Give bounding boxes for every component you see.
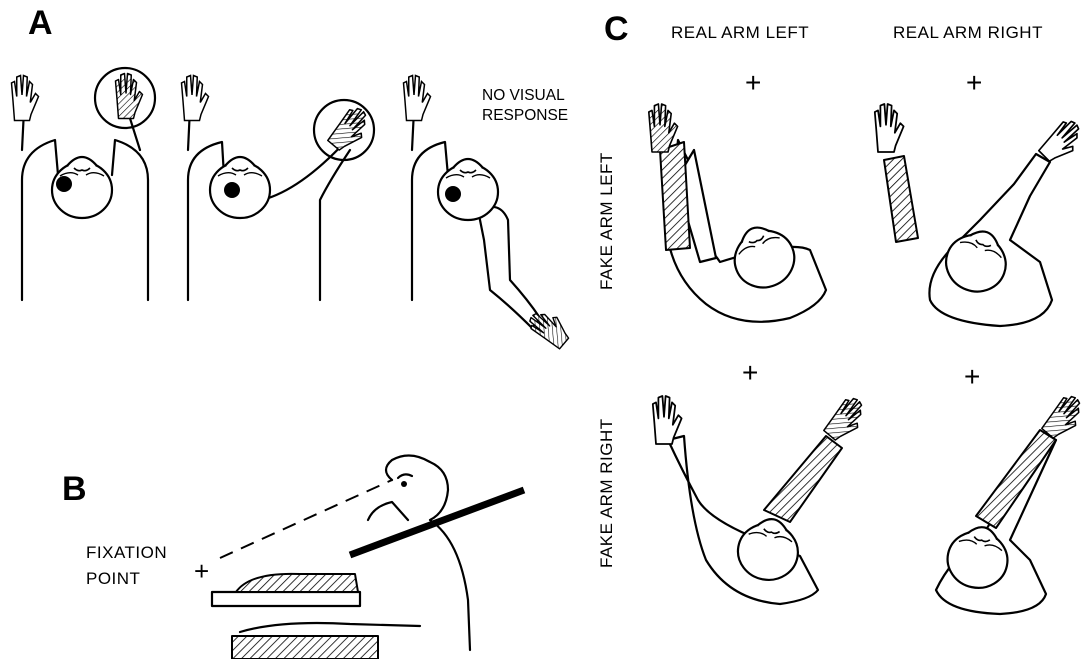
cell-fake-right-real-right xyxy=(936,392,1088,614)
table-block xyxy=(232,636,378,659)
fake-arm-on-platform xyxy=(236,574,358,592)
cell-fake-right-real-left xyxy=(653,394,871,604)
receptive-field-dot xyxy=(445,186,461,202)
receptive-field-dot xyxy=(224,182,240,198)
row-label-fake-arm-right: FAKE ARM RIGHT xyxy=(597,418,616,568)
cell-fake-left-real-right xyxy=(875,104,1088,326)
no-visual-response-line-1: NO VISUAL xyxy=(482,87,565,104)
panel-c-letter: C xyxy=(604,10,629,48)
fixation-cross: + xyxy=(745,67,762,98)
platform xyxy=(212,592,360,606)
row-label-fake-arm-left: FAKE ARM LEFT xyxy=(597,152,616,290)
fixation-cross: + xyxy=(964,361,981,392)
fixation-cross: + xyxy=(966,67,983,98)
panel-c: C REAL ARM LEFT REAL ARM RIGHT FAKE ARM … xyxy=(597,10,1088,614)
cell-fake-left-real-left xyxy=(649,104,826,322)
panel-a-figure-1 xyxy=(12,68,156,300)
panel-a-letter: A xyxy=(28,4,53,42)
fixation-label-line-2: POINT xyxy=(86,569,140,588)
column-label-real-arm-right: REAL ARM RIGHT xyxy=(893,23,1043,42)
receptive-field-dot xyxy=(56,176,72,192)
column-label-real-arm-left: REAL ARM LEFT xyxy=(671,23,809,42)
head-bar xyxy=(350,490,524,555)
fixation-cross: + xyxy=(742,357,759,388)
panel-b: B FIXATION POINT + xyxy=(62,455,524,659)
fixation-cross: + xyxy=(194,556,210,586)
monkey-body xyxy=(368,455,470,650)
panel-b-letter: B xyxy=(62,470,87,508)
panel-a: A xyxy=(12,4,574,351)
panel-a-figure-2 xyxy=(182,76,376,301)
no-visual-response-line-2: RESPONSE xyxy=(482,107,568,124)
panel-a-figure-3: NO VISUAL RESPONSE xyxy=(404,76,574,352)
fixation-label-line-1: FIXATION xyxy=(86,543,167,562)
